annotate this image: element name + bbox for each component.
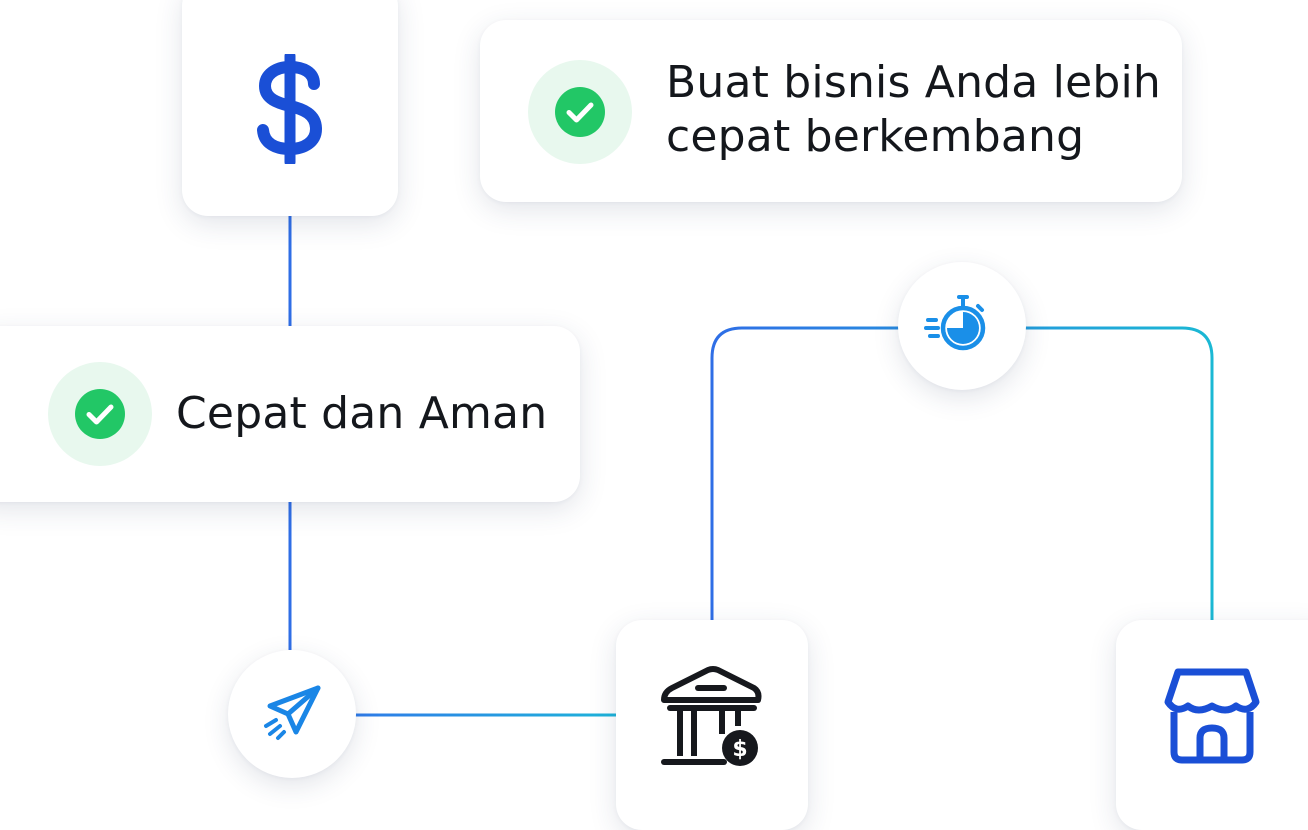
- growth-card: Buat bisnis Anda lebih cepat berkembang: [480, 20, 1182, 202]
- dollar-card: [182, 0, 398, 216]
- flow-diagram: Buat bisnis Anda lebih cepat berkembang …: [0, 0, 1260, 778]
- send-node: [228, 650, 356, 778]
- bank-dollar-icon: $: [658, 662, 768, 772]
- growth-card-text: Buat bisnis Anda lebih cepat berkembang: [666, 57, 1161, 162]
- secure-card-text: Cepat dan Aman: [176, 388, 548, 439]
- check-bubble: [48, 362, 152, 466]
- secure-card: Cepat dan Aman: [0, 326, 580, 502]
- fast-stopwatch-icon: [924, 290, 992, 358]
- svg-text:$: $: [732, 737, 747, 762]
- store-card: [1116, 620, 1308, 830]
- timer-node: [898, 262, 1026, 390]
- paper-plane-icon: [262, 682, 324, 742]
- check-bubble: [528, 60, 632, 164]
- dollar-sign-icon: [250, 54, 330, 164]
- bank-card: $: [616, 620, 808, 830]
- storefront-icon: [1164, 668, 1260, 764]
